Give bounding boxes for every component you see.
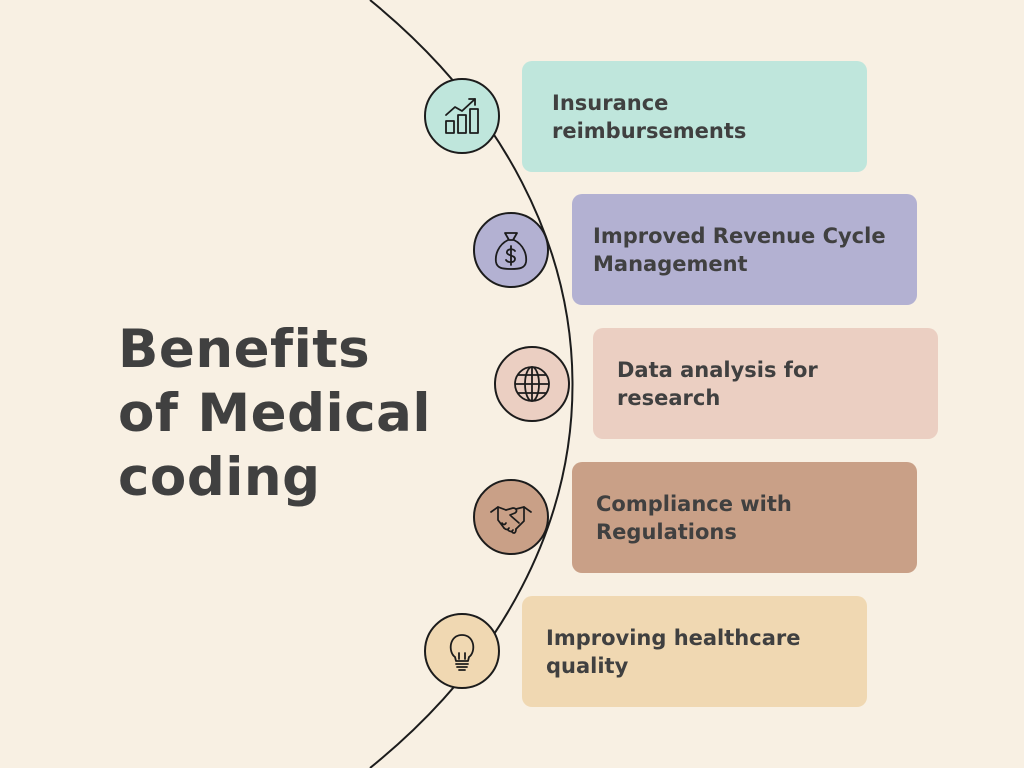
node-quality (424, 613, 500, 689)
node-data (494, 346, 570, 422)
card-quality: Improving healthcare quality (522, 596, 867, 707)
card-insurance: Insurance reimbursements (522, 61, 867, 172)
title-line-3: coding (118, 447, 321, 508)
node-compliance (473, 479, 549, 555)
node-revenue (473, 212, 549, 288)
globe-icon (514, 366, 550, 402)
title-line-1: Benefits (118, 319, 371, 380)
card-label-data: Data analysis for research (617, 357, 818, 410)
node-insurance (424, 78, 500, 154)
title-line-2: of Medical (118, 383, 432, 444)
card-compliance: Compliance with Regulations (572, 462, 917, 573)
handshake-icon (490, 506, 532, 534)
card-label-compliance: Compliance with Regulations (596, 491, 792, 544)
card-data: Data analysis for research (593, 328, 938, 439)
card-label-quality: Improving healthcare quality (546, 625, 801, 678)
card-revenue: Improved Revenue Cycle Management (572, 194, 917, 305)
growth-chart-icon (445, 98, 479, 134)
money-bag-icon (494, 232, 528, 270)
lightbulb-icon (449, 634, 475, 671)
card-label-revenue: Improved Revenue Cycle Management (593, 223, 886, 276)
page-title: Benefits of Medical coding (118, 318, 458, 510)
card-label-insurance: Insurance reimbursements (552, 90, 747, 143)
